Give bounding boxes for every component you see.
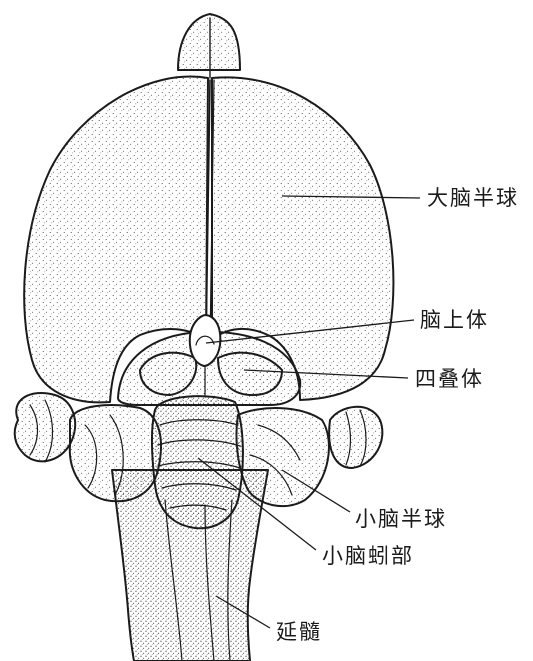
label-medulla-oblongata: 延髓	[276, 622, 322, 643]
label-cerebral-hemisphere: 大脑半球	[427, 188, 519, 209]
olfactory-bulbs	[178, 14, 240, 78]
label-pineal-body: 脑上体	[420, 310, 489, 331]
label-corpora-quadrigemina: 四叠体	[415, 369, 484, 390]
label-cerebellar-hemisphere: 小脑半球	[355, 509, 447, 530]
cerebellum-shape	[15, 393, 383, 528]
pineal-body-shape	[190, 315, 221, 366]
label-cerebellar-vermis: 小脑蚓部	[322, 546, 414, 567]
